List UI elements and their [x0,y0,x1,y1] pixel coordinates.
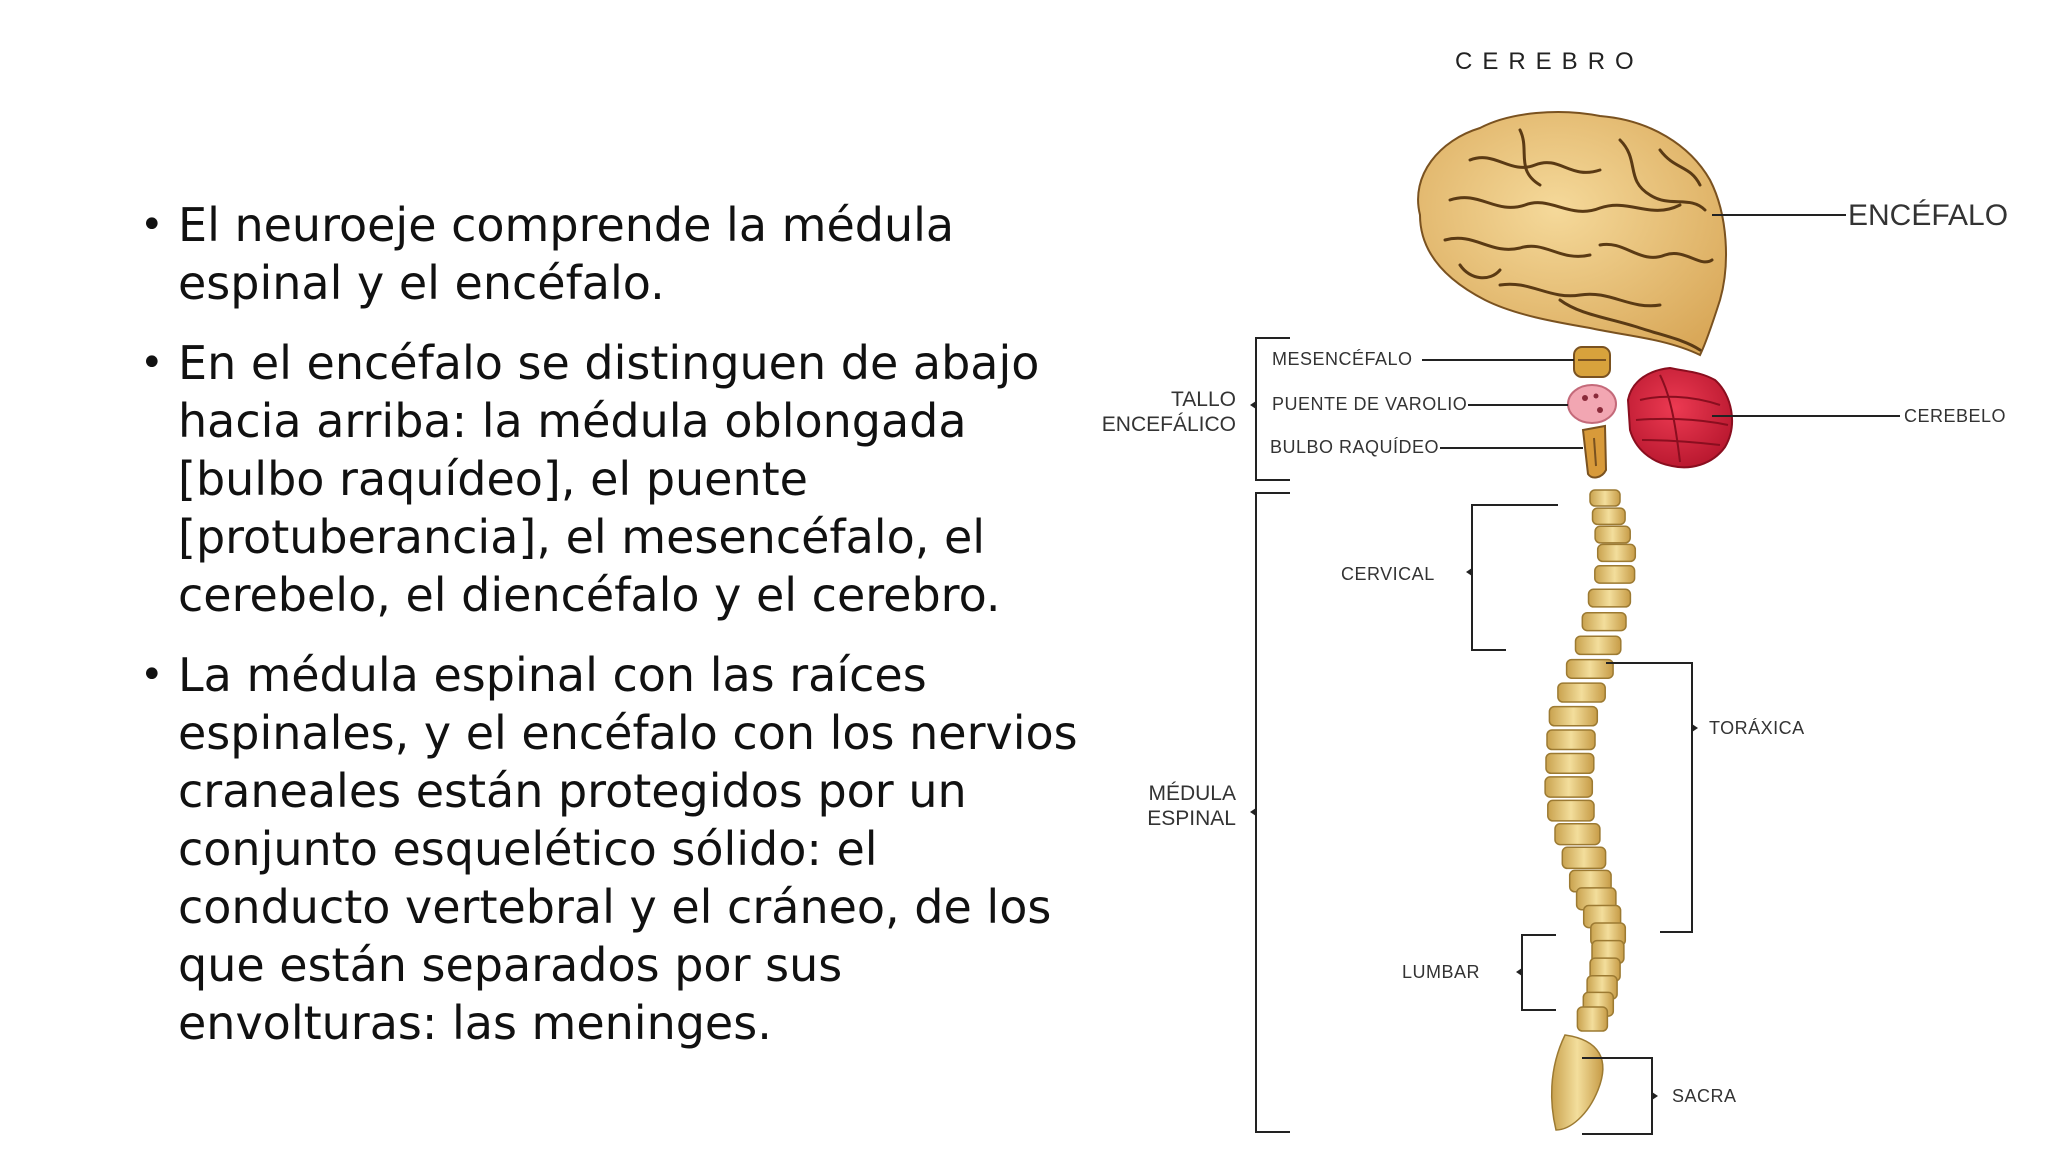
vertebra [1561,846,1607,870]
vertebra [1589,489,1621,507]
vertebra [1594,525,1631,544]
bullet-item: El neuroeje comprende la médula espinal … [140,196,1100,312]
spine-illustration [1544,489,1637,1131]
bullet-item: En el encéfalo se distinguen de abajo ha… [140,334,1100,624]
vertebra [1581,611,1627,632]
diagram-title: CEREBRO [1455,48,1644,75]
label-bulbo: BULBO RAQUÍDEO [1270,437,1439,457]
label-tallo-line2: ENCEFÁLICO [1102,413,1236,436]
vertebra [1545,752,1595,775]
label-mesencefalo: MESENCÉFALO [1272,349,1413,369]
label-sacra: SACRA [1672,1086,1737,1106]
vertebra [1554,823,1601,846]
vertebra [1546,729,1596,751]
label-cerebelo: CEREBELO [1904,406,2006,426]
bullet-item: La médula espinal con las raíces espinal… [140,646,1100,1052]
vertebra [1587,588,1632,608]
vertebra [1576,1006,1609,1032]
label-lumbar: LUMBAR [1402,962,1480,982]
label-tallo-line1: TALLO [1171,388,1236,411]
vertebra [1557,682,1606,703]
label-medula-line2: ESPINAL [1147,807,1236,830]
sacrum [1550,1034,1604,1131]
cerebellum-illustration [1626,366,1733,469]
vertebra [1574,635,1622,656]
vertebra [1544,776,1594,798]
brain-illustration [1417,111,1727,357]
vertebra [1591,507,1626,526]
brainstem-illustration [1567,346,1617,479]
vertebra [1594,565,1636,584]
vertebra [1548,705,1599,727]
vertebra [1596,543,1637,563]
vertebra [1565,658,1614,679]
label-cervical: CERVICAL [1341,564,1435,584]
label-encefalo: ENCÉFALO [1848,199,2008,232]
label-toraxica: TORÁXICA [1709,718,1805,738]
label-puente: PUENTE DE VAROLIO [1272,394,1467,414]
label-medula-line1: MÉDULA [1148,782,1236,805]
bullet-list: El neuroeje comprende la médula espinal … [140,196,1100,1074]
vertebra [1547,799,1595,822]
